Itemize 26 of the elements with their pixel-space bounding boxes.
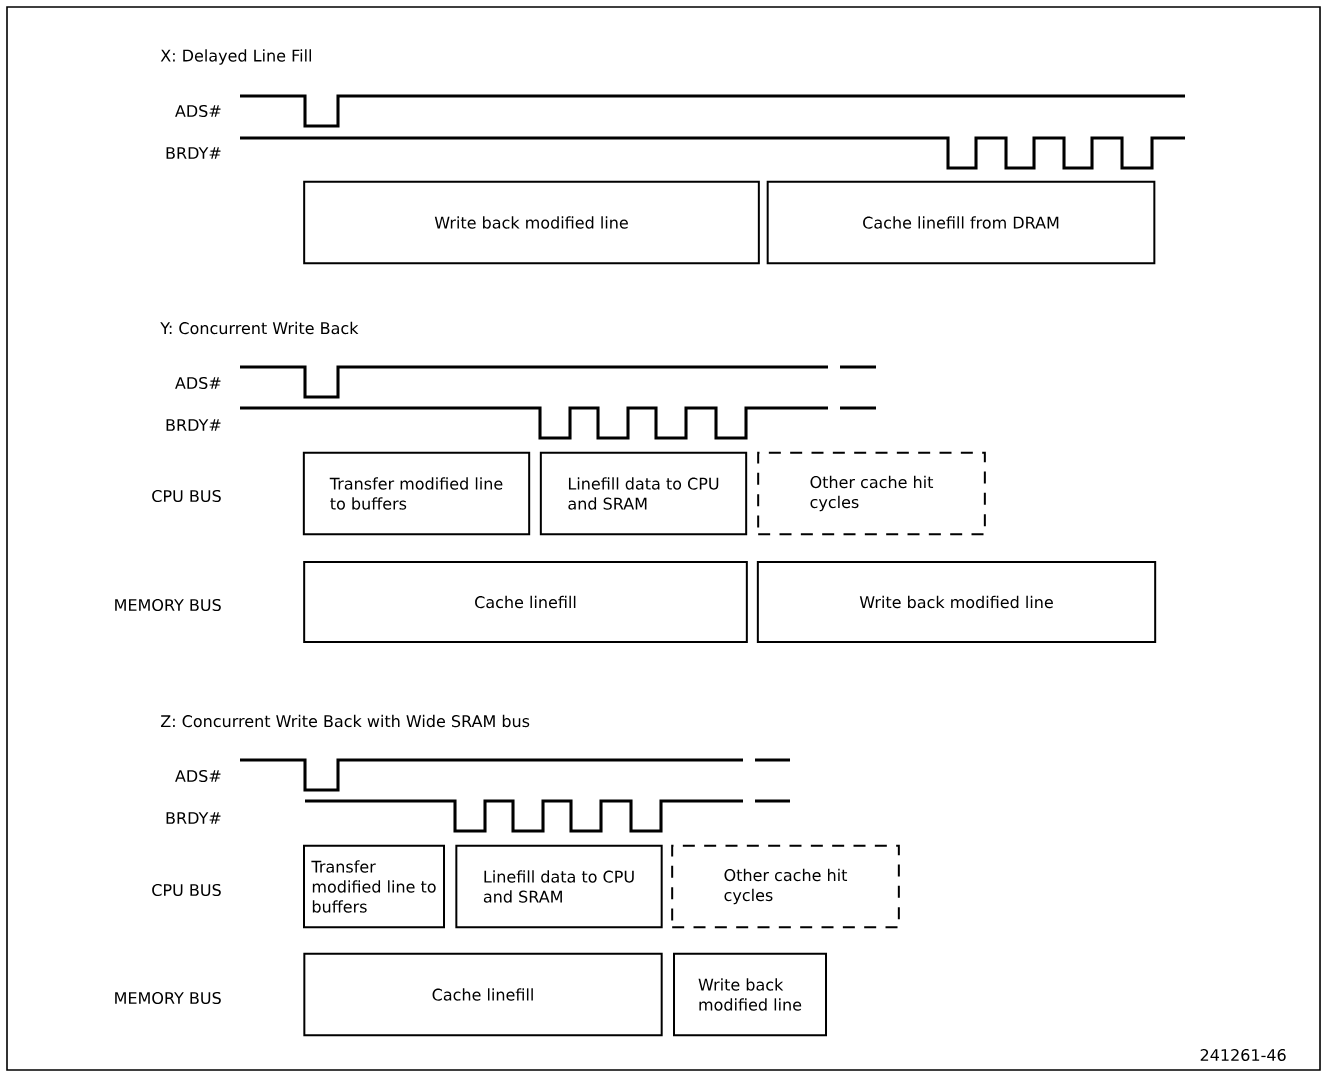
signal-name: ADS# — [175, 376, 221, 390]
phase-box: Write back modified line — [673, 952, 827, 1037]
section-title: X: Delayed Line Fill — [160, 49, 311, 65]
dashed-phase-box: Other cache hit cycles — [757, 451, 986, 536]
bus-label: CPU BUS — [152, 489, 221, 503]
section-title: Z: Concurrent Write Back with Wide SRAM bus — [161, 714, 530, 728]
phase-box: Transfer modified line to buffers — [302, 451, 531, 536]
dashed-phase-box: Other cache hit cycles — [671, 844, 900, 929]
phase-box: Write back modified line — [303, 180, 760, 265]
phase-box: Cache linefill from DRAM — [766, 180, 1156, 265]
phase-box: Transfer modified line to buffers — [303, 844, 445, 929]
phase-box: Cache linefill — [303, 952, 663, 1037]
signal-name: ADS# — [175, 769, 221, 783]
phase-box: Linefill data to CPU and SRAM — [455, 844, 663, 929]
signal-name: BRDY# — [166, 812, 221, 824]
signal-name: BRDY# — [166, 419, 221, 431]
bus-label: MEMORY BUS — [115, 991, 221, 1005]
signal-name: BRDY# — [166, 147, 221, 159]
bus-label: CPU BUS — [152, 883, 221, 897]
signal-name: ADS# — [175, 104, 221, 118]
phase-box: Write back modified line — [756, 561, 1157, 643]
bus-label: MEMORY BUS — [115, 598, 221, 612]
phase-box: Linefill data to CPU and SRAM — [539, 451, 748, 536]
figure-number: 241261-46 — [1200, 1048, 1286, 1062]
phase-box: Cache linefill — [303, 561, 748, 643]
section-title: Y: Concurrent Write Back — [160, 321, 359, 335]
